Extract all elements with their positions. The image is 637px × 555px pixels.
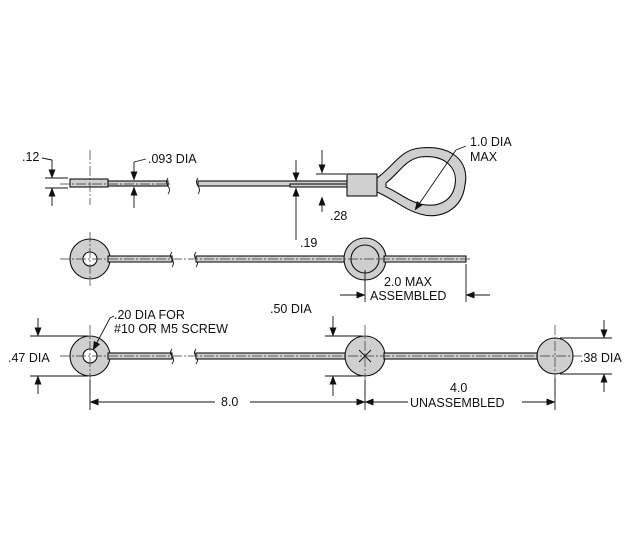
dim-loop-arrow-out [414, 149, 457, 211]
label-screw-2: #10 OR M5 SCREW [114, 322, 228, 336]
side-break-left [166, 177, 170, 195]
label-end-dia: .38 DIA [580, 351, 622, 365]
dim-screw-leader [92, 317, 111, 351]
label-ferrule-thk: .19 [300, 236, 317, 250]
dim-loop-leader [455, 145, 467, 151]
label-screw-1: .20 DIA FOR [114, 308, 185, 322]
label-ring-dia: .47 DIA [8, 351, 50, 365]
label-loop-dia-1: 1.0 DIA [470, 135, 512, 149]
side-plate [289, 183, 349, 188]
assembled-dimensions: 2.0 MAX ASSEMBLED [340, 264, 490, 303]
side-view-dimensions: .12 .093 DIA .28 .19 1.0 DIA MAX [22, 135, 512, 250]
unassembled-dimensions: .47 DIA .20 DIA FOR #10 OR M5 SCREW .50 … [8, 302, 622, 410]
label-wire-dia: .093 DIA [148, 152, 197, 166]
label-assembled-2: ASSEMBLED [370, 289, 446, 303]
side-ring-tab [69, 178, 109, 188]
assembled-view [60, 232, 470, 286]
side-view [60, 147, 467, 217]
side-wire-left [107, 180, 169, 187]
side-loop-inner [385, 156, 456, 206]
dim-thk-leader [41, 157, 53, 161]
dim-screw-leader-tail [109, 315, 115, 319]
side-ferrule [346, 173, 378, 197]
label-assembled-1: 2.0 MAX [384, 275, 433, 289]
label-thickness: .12 [22, 150, 39, 164]
label-mid-dia: .50 DIA [270, 302, 312, 316]
label-loop-dia-2: MAX [470, 150, 498, 164]
dim-wire-leader [133, 158, 147, 163]
unassembled-view [60, 325, 585, 395]
label-ferrule-len: .28 [330, 209, 347, 223]
label-unassembled-2: UNASSEMBLED [410, 396, 504, 410]
label-unassembled-1: 4.0 [450, 381, 467, 395]
label-length-8: 8.0 [221, 395, 238, 409]
